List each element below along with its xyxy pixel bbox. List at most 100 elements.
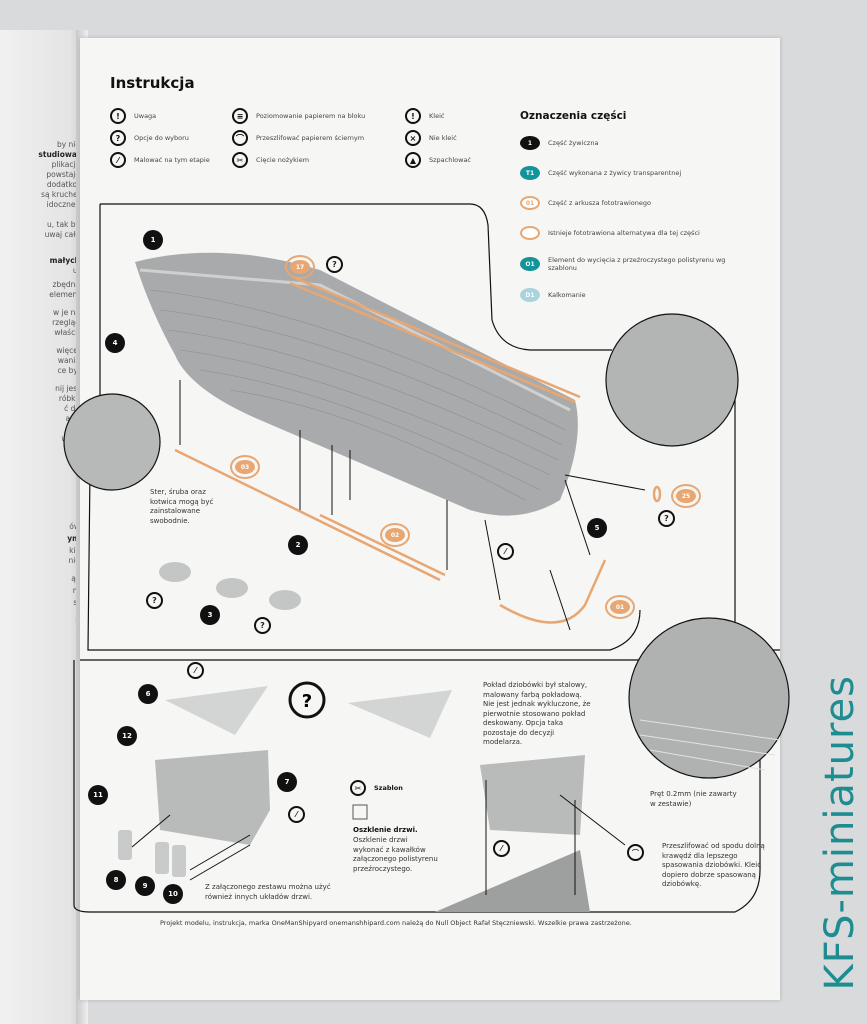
left-page-text-line: dodatko- [46, 180, 80, 189]
template-label: Szablon [374, 784, 403, 792]
parts-legend-title: Oznaczenia części [520, 110, 627, 122]
left-page-text-line: studiowa- [38, 150, 80, 159]
part-badge [520, 226, 540, 240]
glue-icon: ! [405, 108, 421, 124]
brush-icon: ⁄ [493, 840, 510, 857]
part-number-10: 10 [163, 884, 183, 904]
left-page-text-line: ki i [69, 546, 80, 555]
door-parts [118, 830, 186, 877]
legend-label: Nie kleić [429, 134, 457, 142]
left-page-text-line: ce był [57, 366, 80, 375]
legend-item: × Nie kleić [405, 130, 457, 146]
part-number-2: 2 [288, 535, 308, 555]
part-number-11: 11 [88, 785, 108, 805]
legend-label: Opcje do wyboru [134, 134, 189, 142]
left-page-text-line: powstaje [46, 170, 80, 179]
template-legend: ✂Szablon [350, 780, 403, 796]
brush-icon: ⁄ [187, 662, 204, 679]
left-page-text-line: by nie [56, 140, 80, 149]
parts-legend-label: Kalkomanie [548, 291, 586, 299]
etched-part-label: 25 [676, 489, 696, 503]
left-page-text-line: róbki. [58, 394, 80, 403]
question-icon: ? [254, 617, 271, 634]
left-page-text-line: rzegląd [52, 318, 80, 327]
watermark: KFS-miniatures [817, 675, 863, 991]
part-number-7: 7 [277, 772, 297, 792]
left-page-text-line: wania [57, 356, 80, 365]
rudder-note: Ster, śruba oraz kotwica mogą być zainst… [150, 488, 214, 525]
left-page-text-line: nij jest [55, 384, 80, 393]
etched-part-17: 17 [285, 255, 315, 279]
question-icon: ? [146, 592, 163, 609]
assembly-arrows [179, 380, 646, 631]
part-number-1: 1 [143, 230, 163, 250]
legend-item: ⌒Przeszlifować papierem ściernym [232, 130, 364, 146]
legend-label: Cięcie nożykiem [256, 156, 310, 164]
left-page-text-line: elemen- [49, 290, 80, 299]
sandpaper-icon: ⌒ [627, 844, 644, 861]
part-number-8: 8 [106, 870, 126, 890]
parts-legend-item: Istnieje fototrawiona alternatywa dla te… [520, 226, 728, 240]
question-icon: ? [326, 256, 343, 273]
left-page-text-line: ym [67, 534, 80, 543]
left-page-text-line: plikacji. [51, 160, 80, 169]
forecastle-model-2 [480, 755, 585, 835]
part-badge: T1 [520, 166, 540, 180]
legend-item: ! Uwaga [110, 108, 156, 124]
part-number-3: 3 [200, 605, 220, 625]
deck-plate-alt [348, 690, 452, 738]
forecastle-detail [628, 617, 790, 779]
left-page-text-line: ć do [64, 404, 80, 413]
template-swatch [352, 804, 368, 820]
legend-item: ⁄ Malować na tym etapie [110, 152, 210, 168]
brush-icon: ⁄ [110, 152, 126, 168]
legend-item: ▲ Szpachlować [405, 152, 471, 168]
legend-label: Kleić [429, 112, 445, 120]
glazing-text: Oszklenie drzwi wykonać z kawałków załąc… [353, 836, 438, 873]
legend-label: Malować na tym etapie [134, 156, 210, 164]
no-glue-icon: × [405, 130, 421, 146]
etched-part-03: 03 [230, 455, 260, 479]
legend-item: ! Kleić [405, 108, 444, 124]
etched-part-25: 25 [671, 484, 701, 508]
etched-strips [174, 276, 662, 624]
etched-part-01: 01 [605, 595, 635, 619]
part-badge: 1 [520, 136, 540, 150]
sand-note: Przeszlifować od spodu dolną krawędź dla… [662, 842, 765, 888]
parts-legend-label: Element do wycięcia z przeźroczystego po… [548, 256, 726, 272]
scissors-icon: ✂ [232, 152, 248, 168]
parts-legend-item: 01 Część z arkusza fototrawionego [520, 196, 728, 210]
rod-note: Pręt 0.2mm (nie zawarty w zestawie) [650, 790, 737, 808]
big-question-icon [288, 681, 326, 719]
deck-plate [165, 686, 268, 735]
anchor-detail [605, 313, 739, 447]
legend-item: ? Opcje do wyboru [110, 130, 189, 146]
legend-label: Uwaga [134, 112, 157, 120]
etched-part-02: 02 [380, 523, 410, 547]
legend-label: Poziomowanie papierem na bloku [256, 112, 366, 120]
rudder-detail [63, 393, 161, 491]
putty-icon: ▲ [405, 152, 421, 168]
question-icon: ? [110, 130, 126, 146]
left-page-text-line: uwaj całe [44, 230, 80, 239]
warning-icon: ! [110, 108, 126, 124]
left-page-text-line: idoczne i [46, 200, 80, 209]
hull-drawing [135, 252, 578, 516]
sanding-block-icon: ≡ [232, 108, 248, 124]
part-number-12: 12 [117, 726, 137, 746]
parts-legend-label: Część z arkusza fototrawionego [548, 199, 651, 207]
part-number-9: 9 [135, 876, 155, 896]
part-badge: 01 [520, 196, 540, 210]
left-page-text-line: są kruche. [41, 190, 80, 199]
legend-label: Szpachlować [429, 156, 471, 164]
left-page-text-line: właści- [54, 328, 80, 337]
brush-icon: ⁄ [288, 806, 305, 823]
parts-legend-label: Istnieje fototrawiona alternatywa dla te… [548, 229, 700, 237]
legend-item: ✂ Cięcie nożykiem [232, 152, 309, 168]
left-page-text-line: ów [69, 522, 80, 531]
copyright-footer: Projekt modelu, instrukcja, marka OneMan… [160, 919, 632, 927]
